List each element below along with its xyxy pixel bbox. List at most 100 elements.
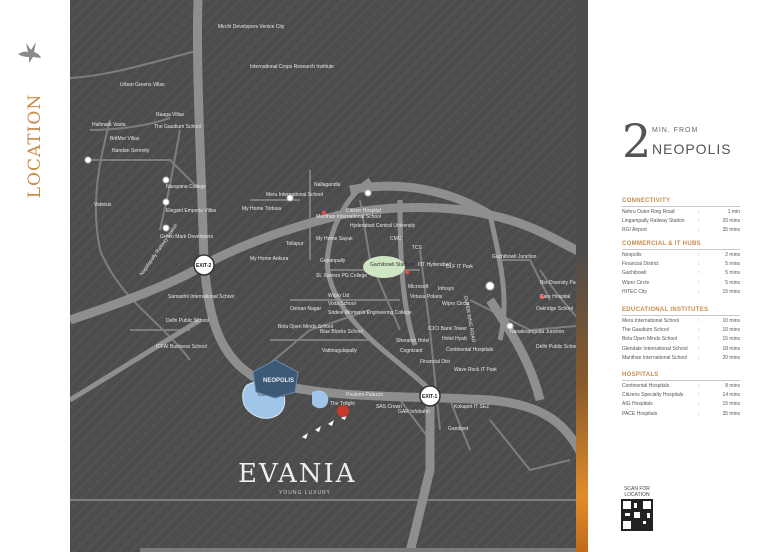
travel-time: 1 min — [727, 209, 740, 215]
map-label-wiprocircle: Wipro Circle — [442, 301, 469, 307]
location-map: Osman Sagar NEOPOLIS Gachibowli Stadium … — [70, 0, 588, 552]
place-name: Citizens Specialty Hospitals — [622, 392, 684, 399]
map-label-oakridge: Oakridge School — [536, 306, 573, 312]
map-label-nanakram: Nanakramguda Junction — [510, 329, 564, 335]
qr-code[interactable] — [621, 499, 653, 531]
map-label-sridevi: Sridevi Women's Engineering College — [328, 310, 412, 316]
place-name: Manthan International School — [622, 354, 688, 361]
map-label-icrisat: International Crops Research Institute — [250, 64, 334, 70]
travel-time: 20 mins — [722, 354, 740, 361]
place-name: Continental Hospitals — [622, 383, 670, 389]
map-label-continental: Continental Hospitals — [446, 347, 494, 353]
map-label-hcu: Hyderabad Central University — [350, 223, 416, 229]
section-divider — [622, 249, 740, 250]
dove-trail-icons — [302, 414, 347, 439]
row-separator: : — [698, 261, 700, 268]
map-label-meru: Meru International School — [266, 192, 323, 198]
row-separator: : — [698, 345, 700, 352]
place-name: Meru International School — [622, 318, 679, 324]
row-separator: : — [698, 354, 700, 361]
row-separator: : — [698, 288, 700, 295]
evania-tagline: YOUNG LUXURY — [279, 490, 331, 496]
map-label-elegant: Elegant Emperia Villas — [166, 208, 217, 214]
place-name: Financial District — [622, 261, 659, 268]
section-divider — [622, 315, 740, 316]
row-separator: : — [698, 336, 700, 343]
map-label-sheraton: Sheraton Hotel — [396, 338, 429, 344]
scan-line-2: LOCATION — [624, 492, 650, 498]
section-title: HOSPITALS — [622, 372, 659, 378]
hospital-pin-icon — [321, 210, 327, 216]
location-vertical-title: LOCATION — [18, 94, 48, 206]
map-label-delhiright: Delhi Public School — [536, 344, 579, 350]
map-label-gandipet: Gandipet — [448, 426, 469, 432]
care-pin-icon — [539, 294, 545, 300]
map-label-nandan: Nandan Serenity — [112, 148, 150, 154]
gachibowli-stadium — [363, 256, 405, 278]
place-name: The Gaudium School — [622, 327, 669, 334]
exit-1-marker: EXIT-1 — [419, 385, 441, 407]
map-label-sas: SAS Crown — [376, 404, 402, 410]
map-label-virtusa: Virtusa Polaris — [410, 294, 443, 300]
map-label-xaviers: St. Xaviers PG College — [316, 273, 367, 279]
map-canvas: Osman Sagar NEOPOLIS Gachibowli Stadium … — [70, 0, 588, 552]
dlf-pin-icon — [404, 269, 410, 275]
travel-time: 35 mins — [722, 227, 740, 234]
map-label-dlf: DLF IT Park — [446, 264, 473, 270]
map-label-gachibowli: Gachibowli Junction — [492, 254, 537, 260]
map-label-trilight: The Trilight — [330, 401, 355, 407]
map-label-hallmark: Hallmark Vasta — [92, 122, 126, 128]
map-label-findist: Financial Dist — [420, 359, 451, 365]
place-name: Glendale International School — [622, 345, 688, 352]
section-title: EDUCATIONAL INSTITUTES — [622, 307, 709, 313]
dove-logo-icon — [18, 42, 41, 63]
map-label-cognizant: Cognizant — [400, 348, 423, 354]
map-label-birla: Birla Open Minds School — [278, 324, 333, 330]
travel-time: 20 mins — [722, 218, 740, 225]
map-label-samashti: Samashti International School — [168, 294, 234, 300]
headline-prefix: MIN. FROM — [652, 127, 699, 134]
row-separator: : — [698, 318, 700, 324]
place-name: PACE Hospitals — [622, 410, 658, 417]
travel-time: 35 mins — [722, 410, 740, 417]
place-name: Gachibowli — [622, 270, 647, 277]
map-footer-bar — [140, 548, 588, 552]
map-labels: Mirchi Developers Venice CityInternation… — [92, 24, 580, 432]
map-label-vattinag: Vattinagulapally — [322, 348, 357, 354]
map-label-hyatt: Hotel Hyatt — [442, 336, 467, 342]
row-separator: : — [698, 209, 700, 215]
travel-time: 15 mins — [722, 401, 740, 408]
map-label-tcs: TCS — [412, 245, 423, 251]
section-title: CONNECTIVITY — [622, 198, 671, 204]
row-separator: : — [698, 279, 700, 286]
map-label-iiit: IIIT Hyderabad — [418, 262, 451, 268]
travel-time: 10 mins — [722, 327, 740, 334]
row-separator: : — [698, 392, 700, 399]
map-label-microsoft: Microsoft — [408, 284, 429, 290]
scan-line-1: SCAN FOR — [624, 486, 650, 492]
neopolis-highlight — [252, 359, 299, 399]
map-label-ankura: My Home Ankura — [250, 256, 289, 262]
place-name: Wipro Circle — [622, 279, 650, 286]
map-label-mirchi: Mirchi Developers Venice City — [218, 24, 285, 30]
travel-time: 18 mins — [722, 345, 740, 352]
place-name: AIG Hospitals — [622, 401, 653, 408]
map-label-icfai: ICFAI Business School — [156, 344, 207, 350]
travel-time: 2 mins — [725, 252, 740, 258]
evania-logo: EVANIA — [238, 459, 357, 489]
map-label-nallagandla: Nallagandla — [314, 182, 341, 188]
map-label-poulomi: Poulomi Palazzo — [346, 392, 383, 398]
travel-time: 5 mins — [725, 270, 740, 277]
map-label-vista: Vista School — [328, 301, 356, 307]
place-name: Nehru Outer Ring Road — [622, 209, 675, 215]
map-label-vabrisis: Vabrisis — [94, 202, 112, 208]
row-separator: : — [698, 252, 700, 258]
section-divider — [622, 380, 740, 381]
map-label-biodiv: Bio-Diversity Park — [540, 280, 580, 286]
map-label-dpsleft: Delhi Public School — [166, 318, 209, 324]
row-separator: : — [698, 218, 700, 225]
place-name: Birla Open Minds School — [622, 336, 678, 343]
map-label-care: Care Hospital — [540, 294, 570, 300]
row-separator: : — [698, 270, 700, 277]
row-separator: : — [698, 383, 700, 389]
